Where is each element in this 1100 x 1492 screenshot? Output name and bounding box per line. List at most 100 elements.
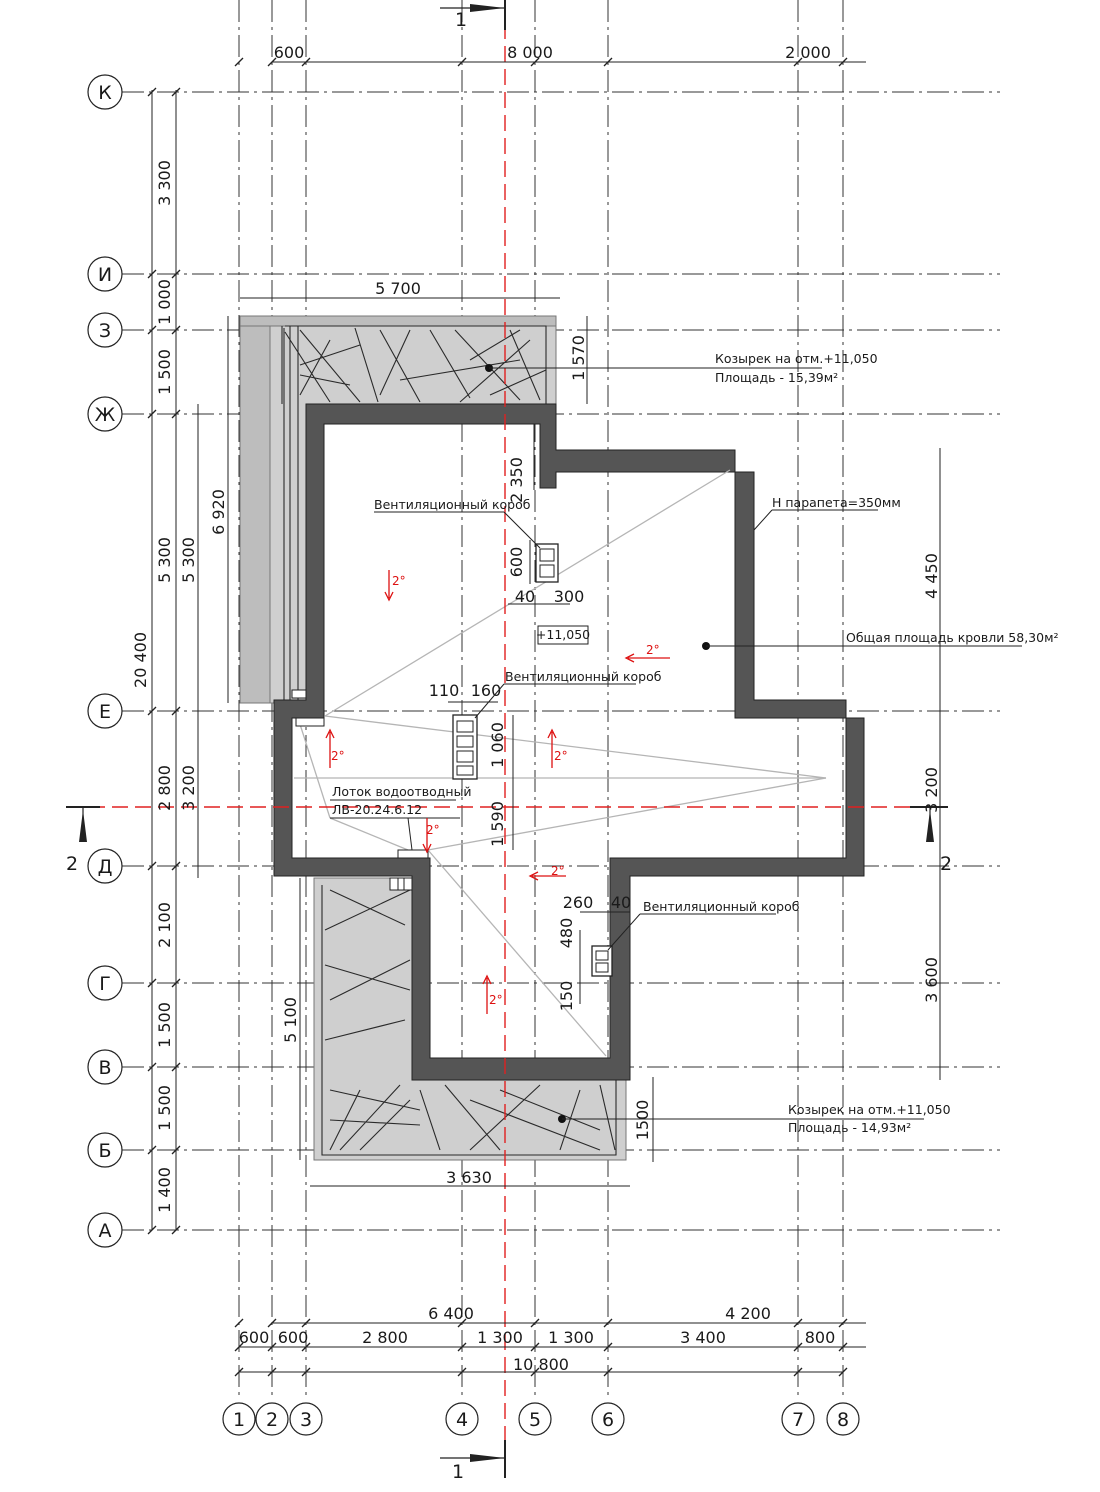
dimension-tick: [301, 57, 311, 67]
dimension-tick: [147, 269, 157, 279]
ventilation-box-1: [535, 543, 559, 583]
dimension-tick: [147, 1145, 157, 1155]
dimension-tick: [267, 1367, 277, 1377]
svg-text:4 200: 4 200: [725, 1304, 771, 1323]
dimension-tick: [793, 1342, 803, 1352]
svg-text:Общая площадь кровли 58,30м²: Общая площадь кровли 58,30м²: [846, 630, 1059, 645]
svg-text:2: 2: [66, 853, 78, 875]
svg-text:3 400: 3 400: [680, 1328, 726, 1347]
section-lines: [66, 0, 940, 1470]
svg-text:2 800: 2 800: [155, 765, 174, 811]
column-axis-label: 5: [529, 1409, 541, 1431]
parapet-walls: [273, 403, 865, 1081]
svg-text:2°: 2°: [331, 749, 345, 763]
upper-canopy-note: Козырек на отм.+11,050 Площадь - 15,39м²: [485, 351, 878, 385]
svg-text:2°: 2°: [489, 993, 503, 1007]
svg-text:Площадь - 14,93м²: Площадь - 14,93м²: [788, 1120, 911, 1135]
svg-text:2 800: 2 800: [362, 1328, 408, 1347]
section-mark-top: 1: [440, 0, 506, 31]
svg-text:1: 1: [455, 9, 467, 31]
dimension-tick: [147, 325, 157, 335]
dimension-tick: [171, 1225, 181, 1235]
column-axis-bubble: [255, 1402, 289, 1436]
svg-text:160: 160: [471, 681, 502, 700]
dimension-tick: [457, 57, 467, 67]
column-axis-label: 4: [456, 1409, 468, 1431]
svg-text:150: 150: [557, 981, 576, 1012]
dimension-tick: [838, 1367, 848, 1377]
svg-text:40: 40: [611, 893, 631, 912]
column-axis-bubble: [781, 1402, 815, 1436]
canopy-dimensions: 5 700 1 570 3 630 1500: [375, 279, 652, 1187]
dimension-tick: [793, 1318, 803, 1328]
dimension-ticks: [147, 57, 848, 1377]
dimension-tick: [147, 978, 157, 988]
svg-text:2°: 2°: [392, 574, 406, 588]
svg-text:1 570: 1 570: [569, 335, 588, 381]
svg-text:800: 800: [805, 1328, 836, 1347]
upper-canopy: [239, 315, 557, 704]
row-axis-label: А: [99, 1220, 112, 1242]
svg-text:4 450: 4 450: [922, 553, 941, 599]
svg-text:3 200: 3 200: [179, 765, 198, 811]
dimension-tick: [267, 57, 277, 67]
svg-text:40: 40: [515, 587, 535, 606]
column-axis-bubble: [591, 1402, 625, 1436]
dimension-tick: [603, 1367, 613, 1377]
dimension-tick: [147, 87, 157, 97]
svg-text:1 000: 1 000: [155, 279, 174, 325]
drain-funnels: [291, 689, 429, 891]
slope-arrow-1: 2°: [384, 570, 406, 602]
row-axis-bubble: [87, 693, 123, 729]
bottom-dimensions: 6 400 4 200 600 600 2 800 1 300 1 300 3 …: [239, 1304, 836, 1374]
dimension-tick: [603, 1342, 613, 1352]
svg-text:3 600: 3 600: [922, 957, 941, 1003]
dimension-tick: [838, 57, 848, 67]
svg-text:2 000: 2 000: [785, 43, 831, 62]
dimension-tick: [530, 57, 540, 67]
column-axis-bubble: [826, 1402, 860, 1436]
ventilation-box-3: [591, 945, 613, 977]
dimension-tick: [234, 57, 244, 67]
section-mark-left: 2: [66, 806, 100, 875]
section-mark-bottom: 1: [440, 1440, 506, 1483]
dimension-tick: [530, 1318, 540, 1328]
dimension-tick: [457, 1342, 467, 1352]
row-axis-bubble: [87, 256, 123, 292]
dimension-tick: [301, 1342, 311, 1352]
vent-note-2: Вентиляционный короб: [474, 669, 662, 719]
svg-text:5 300: 5 300: [179, 537, 198, 583]
dimension-tick: [267, 1318, 277, 1328]
lower-canopy: [313, 877, 627, 1161]
dimension-tick: [838, 1342, 848, 1352]
slope-arrow-6: 2°: [528, 864, 566, 881]
row-axis-bubble: [87, 1132, 123, 1168]
ventilation-box-2: [452, 714, 478, 780]
svg-text:600: 600: [507, 547, 526, 578]
gutter-note: Лоток водоотводный ЛВ-20.24.6.12: [330, 784, 472, 851]
svg-text:1: 1: [452, 1461, 464, 1483]
dimension-tick: [838, 1318, 848, 1328]
column-axis-label: 8: [837, 1409, 849, 1431]
row-axis-bubble: [87, 1049, 123, 1085]
row-axis-bubble: [87, 848, 123, 884]
column-axis-bubble: [518, 1402, 552, 1436]
svg-text:1 300: 1 300: [477, 1328, 523, 1347]
elevation-box: [537, 625, 589, 645]
inner-dimensions: 2 350 600 40 300 110 160 1 060 1 590 260…: [429, 457, 631, 1011]
top-dimensions: 600 8 000 2 000: [274, 43, 831, 62]
dimension-tick: [171, 861, 181, 871]
column-axis-label: 3: [300, 1409, 312, 1431]
row-axis-bubble: [87, 312, 123, 348]
dimension-tick: [171, 325, 181, 335]
row-axis-label: Д: [98, 856, 113, 878]
dimension-tick: [171, 978, 181, 988]
svg-text:1 500: 1 500: [155, 1002, 174, 1048]
row-axis-label: Б: [98, 1140, 111, 1162]
section-mark-right: 2: [910, 806, 952, 875]
svg-text:480: 480: [557, 918, 576, 949]
svg-text:600: 600: [274, 43, 305, 62]
